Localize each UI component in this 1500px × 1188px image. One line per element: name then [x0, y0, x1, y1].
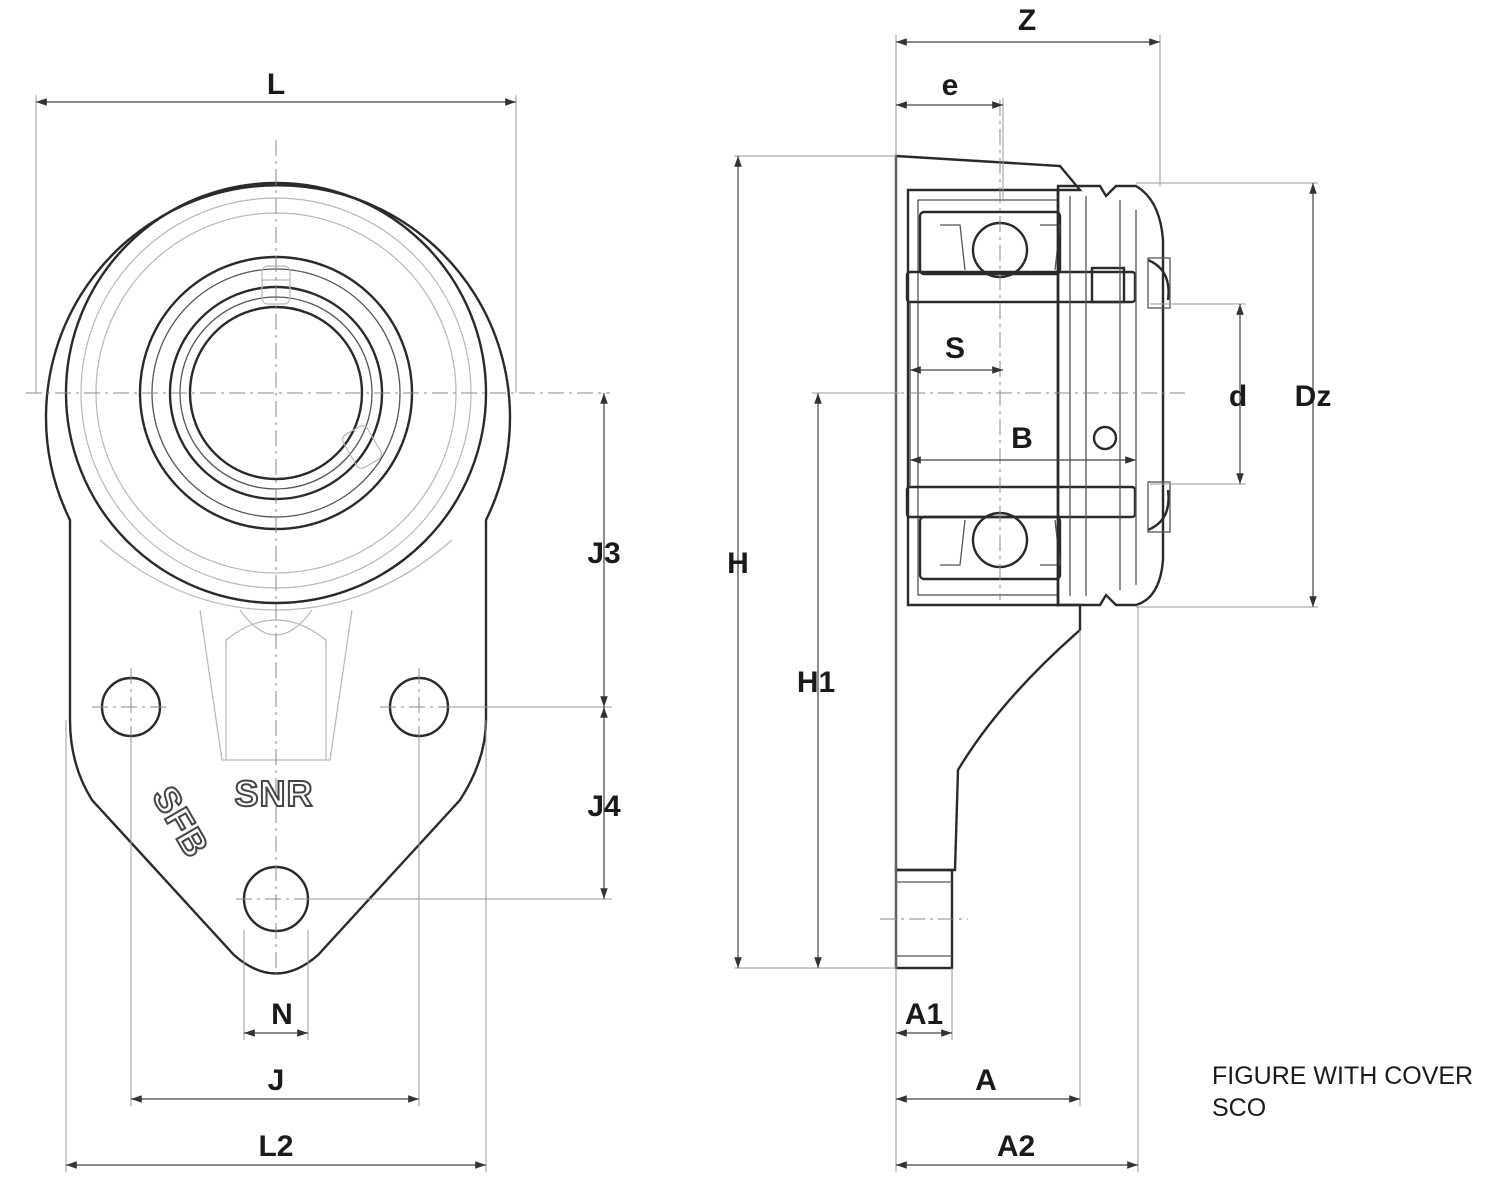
front-dimension-lines [36, 98, 608, 1169]
flange-outline [44, 184, 512, 975]
label-Z: Z [1018, 4, 1036, 37]
label-A1: A1 [905, 998, 943, 1031]
inner-ring-top [905, 270, 1137, 304]
label-H1: H1 [797, 666, 835, 699]
outer-ring-bottom [918, 515, 1062, 581]
label-B: B [1011, 422, 1033, 455]
label-e: e [942, 69, 959, 102]
front-dimension-labels: L L2 J N J3 J4 [258, 68, 621, 1163]
label-A2: A2 [997, 1130, 1035, 1163]
label-N: N [271, 998, 293, 1031]
label-J4: J4 [587, 790, 621, 823]
label-L2: L2 [258, 1130, 293, 1163]
outer-ring-top [918, 210, 1062, 276]
side-dimension-lines [734, 38, 1317, 1169]
set-screw-lower [341, 425, 383, 469]
label-L: L [267, 68, 285, 101]
inner-ring-bottom [905, 485, 1137, 519]
figure-caption: FIGURE WITH COVER SCO [1212, 1060, 1473, 1124]
side-dimension-labels: Z e S B d Dz H H1 A1 A A2 [727, 4, 1331, 1163]
caption-line-2: SCO [1212, 1094, 1267, 1122]
side-extension-lines [734, 35, 1318, 1172]
brand-marking: SNR [234, 773, 313, 814]
caption-line-1: FIGURE WITH COVER [1212, 1062, 1474, 1090]
label-H: H [727, 547, 749, 580]
series-marking: SFB [144, 779, 217, 864]
side-view [880, 100, 1185, 970]
front-extension-lines [35, 95, 612, 1172]
front-view: SNR SFB [26, 140, 610, 975]
label-Dz: Dz [1295, 380, 1332, 413]
end-cover [1056, 184, 1165, 607]
label-S: S [945, 332, 965, 365]
label-J: J [268, 1064, 285, 1097]
set-screw [1090, 266, 1126, 304]
housing-section [894, 154, 1083, 872]
label-d: d [1229, 380, 1247, 413]
grease-hole [1092, 425, 1118, 451]
label-J3: J3 [587, 537, 620, 570]
label-A: A [975, 1064, 997, 1097]
